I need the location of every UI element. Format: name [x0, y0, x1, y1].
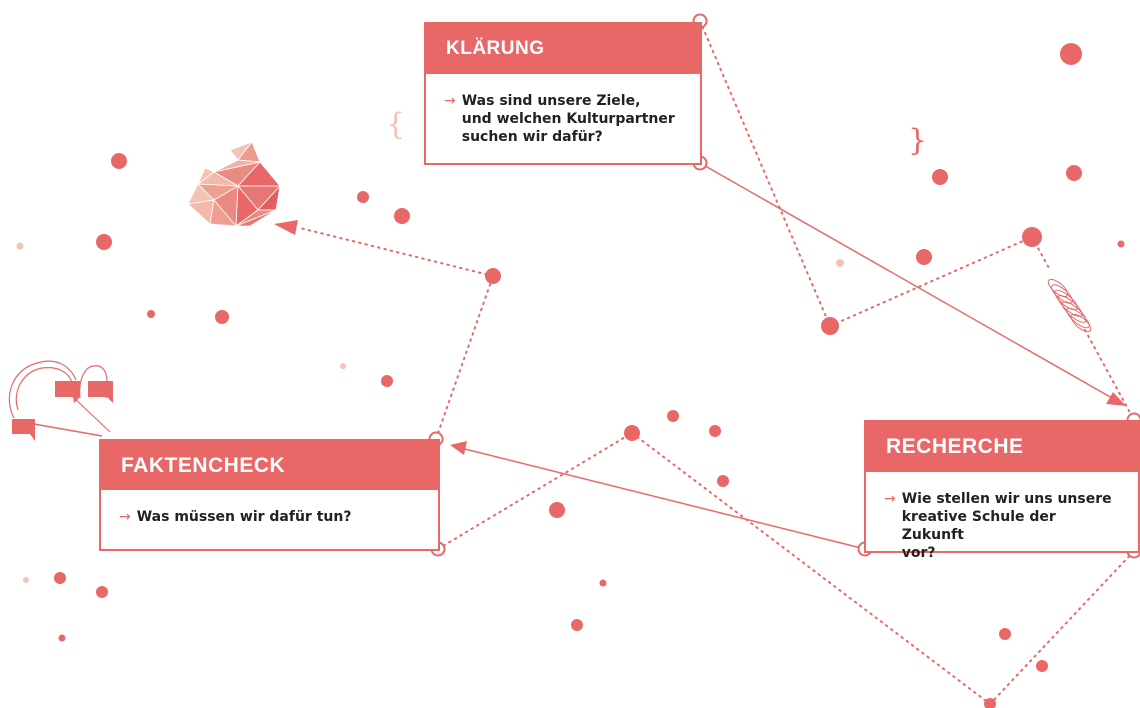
dot — [624, 425, 640, 441]
arrow-right-icon: → — [444, 93, 456, 109]
dotted-connector — [437, 432, 633, 550]
dot — [999, 628, 1011, 640]
brace-open-icon: { — [386, 107, 406, 142]
card-klaerung: KLÄRUNG → Was sind unsere Ziele, und wel… — [424, 22, 702, 165]
card-faktencheck: FAKTENCHECK → Was müssen wir dafür tun? — [99, 439, 440, 551]
dotted-connector — [299, 227, 494, 277]
solid-connector — [464, 448, 866, 550]
card-body: → Was müssen wir dafür tun? — [101, 490, 438, 526]
dot — [717, 475, 729, 487]
dot — [821, 317, 839, 335]
dot — [571, 619, 583, 631]
card-question: Was sind unsere Ziele, und welchen Kultu… — [461, 93, 675, 145]
dot — [549, 502, 565, 518]
card-body: → Wie stellen wir uns unsere kreative Sc… — [866, 472, 1138, 562]
dot-light — [340, 363, 346, 369]
dot-light — [23, 577, 29, 583]
dot — [932, 169, 948, 185]
dot — [394, 208, 410, 224]
dot — [984, 698, 996, 708]
arrow-right-icon: → — [119, 509, 131, 525]
card-question: Wie stellen wir uns unsere kreative Schu… — [901, 491, 1112, 561]
dot — [1060, 43, 1082, 65]
card-body: → Was sind unsere Ziele, und welchen Kul… — [426, 74, 700, 146]
dot — [357, 191, 369, 203]
dot — [111, 153, 127, 169]
dot — [147, 310, 155, 318]
dot — [599, 579, 607, 587]
dot — [1036, 660, 1048, 672]
solid-connector — [33, 423, 103, 437]
dot — [1066, 165, 1082, 181]
dotted-connector — [435, 275, 494, 440]
dot-light — [836, 259, 844, 267]
speech-bubbles-icon — [8, 360, 113, 441]
dot — [485, 268, 501, 284]
card-question: Was müssen wir dafür tun? — [136, 509, 352, 525]
card-title: KLÄRUNG — [426, 24, 700, 74]
card-title: FAKTENCHECK — [101, 441, 438, 490]
dot — [667, 410, 679, 422]
arrowhead — [274, 220, 298, 235]
arrowhead — [1106, 392, 1126, 406]
dot — [1022, 227, 1042, 247]
dotted-connector — [829, 236, 1033, 327]
arrow-right-icon: → — [884, 491, 896, 507]
spring-icon — [1047, 278, 1092, 333]
card-recherche: RECHERCHE → Wie stellen wir uns unsere k… — [864, 420, 1140, 561]
dot — [54, 572, 66, 584]
dot-light — [16, 242, 24, 250]
dot — [916, 249, 932, 265]
dot — [96, 586, 108, 598]
polyhedron-icon — [187, 141, 281, 227]
dot — [96, 234, 112, 250]
arrowhead — [450, 441, 467, 455]
card-title: RECHERCHE — [866, 422, 1138, 472]
dotted-connector — [1084, 329, 1135, 421]
dot — [58, 634, 66, 642]
solid-connector — [699, 162, 1113, 399]
dotted-connector — [989, 550, 1135, 705]
dot — [1117, 240, 1125, 248]
brace-close-icon: } — [908, 123, 928, 158]
dot — [709, 425, 721, 437]
dot — [215, 310, 229, 324]
dot — [381, 375, 393, 387]
